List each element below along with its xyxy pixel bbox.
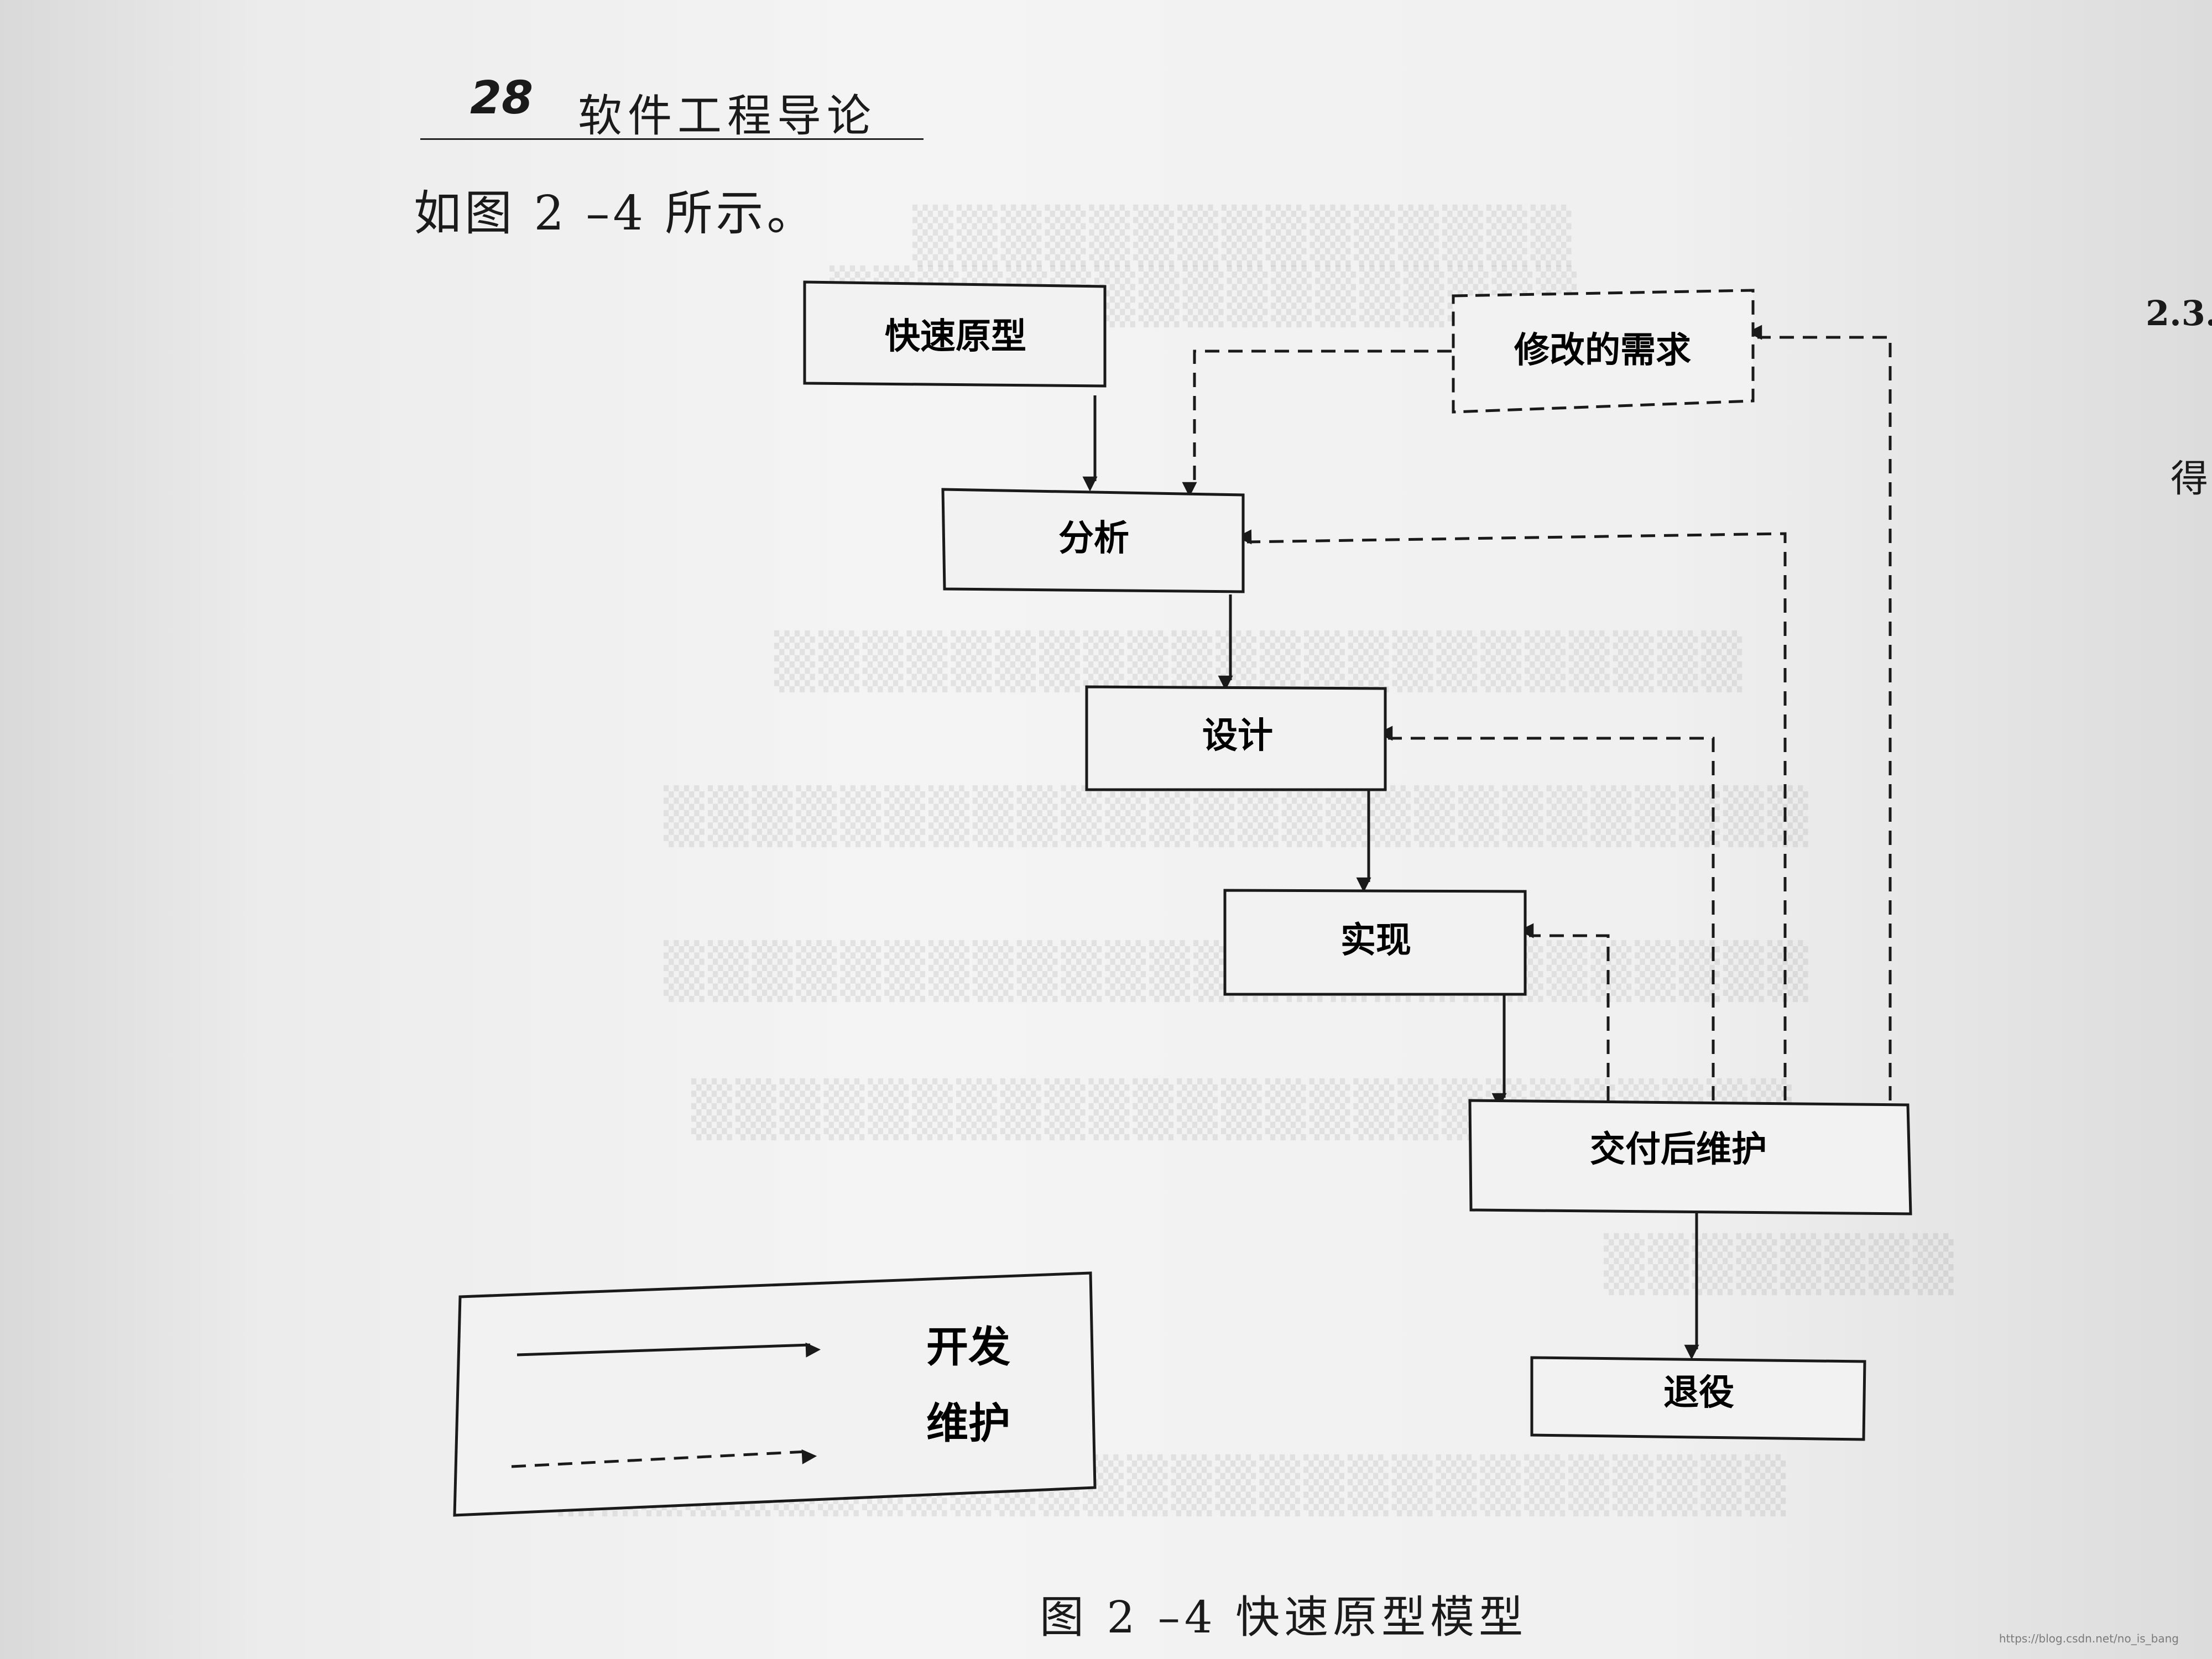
node-rapid-prototype-label: 快速原型 <box>885 316 1026 357</box>
maint-arrow-maintenance-to-design <box>1378 726 1715 1100</box>
node-implementation-label: 实现 <box>1340 920 1411 961</box>
header-rule <box>420 138 924 140</box>
legend-solid-arrow <box>517 1342 821 1358</box>
node-retirement: 退役 <box>1530 1356 1866 1441</box>
node-post-delivery-maintenance-label: 交付后维护 <box>1590 1129 1767 1170</box>
side-section-heading: 2.3. <box>2146 293 2212 333</box>
bleed-through-text: ▒▒▒▒▒▒▒▒▒▒▒▒▒▒▒▒▒▒▒▒▒▒ <box>774 630 1746 692</box>
node-modified-requirements-label: 修改的需求 <box>1514 330 1691 371</box>
node-analysis-label: 分析 <box>1058 518 1129 559</box>
page-header: 28 软件工程导论 <box>420 69 929 144</box>
page-number: 28 <box>470 72 534 124</box>
figure-caption: 图 2 –4 快速原型模型 <box>1040 1592 1528 1643</box>
intro-text: 如图 2 –4 所示。 <box>414 186 818 241</box>
node-retirement-label: 退役 <box>1663 1373 1734 1413</box>
bleed-through-text: ▒▒▒▒▒▒▒▒▒▒▒▒▒▒▒▒▒▒▒▒▒▒▒▒▒▒ <box>664 785 1812 847</box>
legend-dashed-arrow <box>511 1449 817 1468</box>
node-analysis: 分析 <box>941 488 1245 593</box>
legend: 开发 维护 <box>453 1271 1097 1517</box>
bleed-through-text: ▒▒▒▒▒▒▒▒ <box>1604 1233 1957 1295</box>
node-rapid-prototype: 快速原型 <box>803 280 1107 388</box>
source-watermark: https://blog.csdn.net/no_is_bang <box>1999 1632 2179 1645</box>
node-implementation: 实现 <box>1223 889 1527 996</box>
maint-arrow-maintenance-to-implementation <box>1519 923 1610 1100</box>
legend-maintenance-label: 维护 <box>926 1399 1010 1448</box>
node-modified-requirements: 修改的需求 <box>1452 289 1755 414</box>
maint-arrow-maintenance-to-analysis <box>1237 529 1787 1100</box>
maint-arrow-modified-req-to-analysis <box>1182 349 1452 497</box>
book-title: 软件工程导论 <box>578 90 877 142</box>
node-design: 设计 <box>1085 685 1387 791</box>
node-design-label: 设计 <box>1202 716 1273 757</box>
side-text-fragment: 得 <box>2171 457 2209 501</box>
maint-arrow-maintenance-to-modified-req <box>1747 325 1892 1100</box>
node-post-delivery-maintenance: 交付后维护 <box>1468 1099 1912 1215</box>
legend-development-label: 开发 <box>926 1322 1010 1371</box>
bleed-through-text: ▒▒▒▒▒▒▒▒▒▒▒▒▒▒▒ <box>912 205 1575 267</box>
